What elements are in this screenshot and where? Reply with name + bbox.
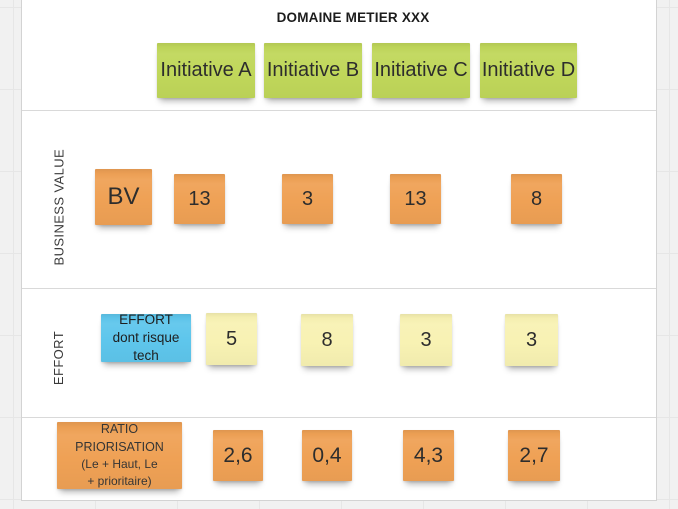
frame-title[interactable]: DOMAINE METIER XXX	[276, 10, 430, 25]
sticky-value: 8	[321, 328, 333, 351]
sticky-value: 13	[404, 187, 427, 210]
sticky-initiative-b[interactable]: Initiative B	[264, 43, 362, 98]
row-divider-header	[22, 110, 656, 111]
sticky-bv-initiative-a[interactable]: 13	[174, 174, 225, 224]
sticky-value: 3	[525, 328, 538, 351]
sticky-value: 5	[225, 327, 238, 350]
row-label-effort[interactable]: EFFORT	[51, 330, 66, 386]
sticky-label: Initiative B	[266, 59, 360, 81]
sticky-label: Initiative A	[160, 59, 252, 81]
sticky-value: 0,4	[312, 443, 342, 467]
sticky-effort-initiative-a[interactable]: 5	[206, 313, 257, 365]
sticky-label: Initiative C	[374, 59, 468, 81]
sticky-bv-initiative-c[interactable]: 13	[390, 174, 441, 224]
sticky-effort-tag[interactable]: EFFORT dont risque tech	[101, 312, 191, 363]
row-divider-effort	[22, 417, 656, 418]
sticky-value: 2,7	[519, 443, 549, 467]
row-divider-business-value	[22, 288, 656, 289]
sticky-value: 3	[301, 187, 314, 210]
sticky-effort-initiative-c[interactable]: 3	[400, 314, 452, 366]
sticky-value: 2,6	[223, 443, 253, 467]
sticky-initiative-d[interactable]: Initiative D	[480, 43, 577, 98]
sticky-label: Initiative D	[481, 59, 576, 81]
sticky-ratio-initiative-c[interactable]: 4,3	[403, 430, 454, 481]
sticky-ratio-tag[interactable]: RATIO PRIORISATION (Le + Haut, Le + prio…	[57, 422, 182, 489]
sticky-value: 8	[530, 187, 543, 210]
sticky-ratio-initiative-a[interactable]: 2,6	[213, 430, 263, 481]
sticky-value: 4,3	[413, 443, 444, 467]
sticky-initiative-a[interactable]: Initiative A	[157, 43, 255, 98]
sticky-bv-initiative-b[interactable]: 3	[282, 174, 333, 224]
sticky-ratio-initiative-d[interactable]: 2,7	[508, 430, 560, 481]
sticky-value: 3	[420, 328, 432, 351]
sticky-initiative-c[interactable]: Initiative C	[372, 43, 470, 98]
sticky-bv-tag[interactable]: BV	[95, 169, 152, 225]
sticky-effort-initiative-b[interactable]: 8	[301, 314, 353, 366]
sticky-effort-initiative-d[interactable]: 3	[505, 314, 558, 366]
row-label-business-value[interactable]: BUSINESS VALUE	[51, 148, 67, 266]
sticky-label: BV	[107, 183, 140, 210]
sticky-label: RATIO PRIORISATION (Le + Haut, Le + prio…	[75, 422, 164, 488]
sticky-value: 13	[188, 187, 211, 210]
sticky-bv-initiative-d[interactable]: 8	[511, 174, 562, 224]
sticky-label: EFFORT dont risque tech	[112, 312, 180, 363]
sticky-ratio-initiative-b[interactable]: 0,4	[302, 430, 352, 481]
